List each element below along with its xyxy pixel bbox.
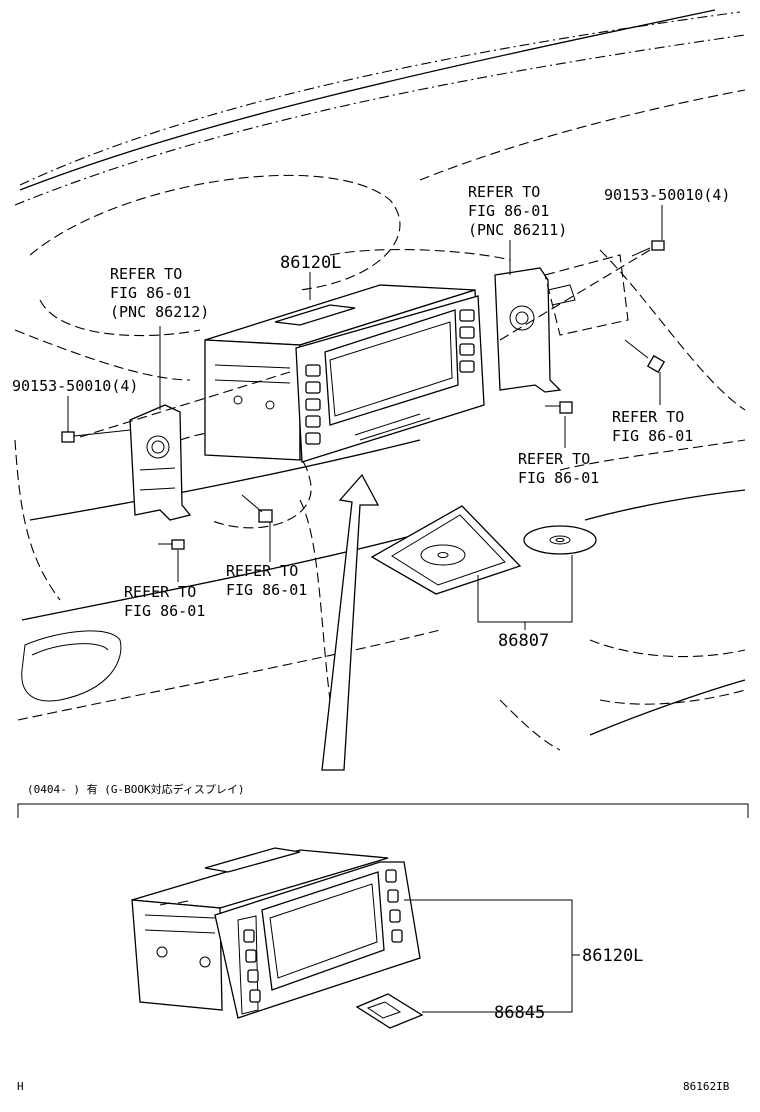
- disc-part-label: 86807: [498, 631, 549, 651]
- refer-right-top-line1: REFER TO: [468, 183, 540, 201]
- bolt-line-left: [79, 371, 291, 438]
- refer-left-bottom-line2: FIG 86-01: [124, 602, 205, 620]
- card-icon: [355, 993, 424, 1029]
- refer-right-mid-line2: FIG 86-01: [612, 427, 693, 445]
- lower-section-frame: [17, 803, 749, 818]
- refer-center-right-line1: REFER TO: [518, 450, 590, 468]
- refer-right-mid-line1: REFER TO: [612, 408, 684, 426]
- disc-icon: [523, 525, 597, 555]
- footer-left-code: H: [17, 1080, 24, 1093]
- insertion-arrow-icon: [321, 473, 380, 771]
- footer-figure-number: 86162IB: [683, 1080, 730, 1093]
- bolt-left-label: 90153-50010(4): [12, 377, 138, 395]
- refer-left-top-line3: (PNC 86212): [110, 303, 209, 321]
- bolt-right-label: 90153-50010(4): [604, 186, 730, 204]
- refer-left-top-line2: FIG 86-01: [110, 284, 191, 302]
- sub-part-label: 86845: [494, 1003, 545, 1023]
- right-phantom-frame: [544, 254, 629, 336]
- main-part-label-lower: 86120L: [582, 946, 643, 966]
- cd-case-icon: [370, 505, 522, 595]
- refer-center-line2: FIG 86-01: [226, 581, 307, 599]
- dashboard-outline: [14, 9, 746, 751]
- applicability-note: (0404- ) 有 (G-BOOK対応ディスプレイ): [27, 782, 244, 796]
- left-bracket: [129, 404, 192, 521]
- refer-left-bottom-line1: REFER TO: [124, 583, 196, 601]
- right-bracket: [494, 267, 576, 393]
- refer-right-top-line2: FIG 86-01: [468, 202, 549, 220]
- bolt-right-top-icon: [631, 240, 665, 257]
- bolt-right-mid-icon: [624, 339, 666, 374]
- leader-lines-lower: [404, 899, 580, 1013]
- screw-center-right-icon: [545, 401, 573, 414]
- navigation-display-unit: [204, 284, 485, 463]
- refer-left-top-line1: REFER TO: [110, 265, 182, 283]
- main-part-label-upper: 86120L: [280, 253, 341, 273]
- leader-lines-upper: [67, 205, 663, 630]
- refer-center-line1: REFER TO: [226, 562, 298, 580]
- lower-display-unit: [131, 847, 421, 1019]
- screw-bottom-left-icon: [158, 539, 185, 550]
- screw-center-icon: [241, 494, 273, 523]
- refer-center-right-line2: FIG 86-01: [518, 469, 599, 487]
- refer-right-top-line3: (PNC 86211): [468, 221, 567, 239]
